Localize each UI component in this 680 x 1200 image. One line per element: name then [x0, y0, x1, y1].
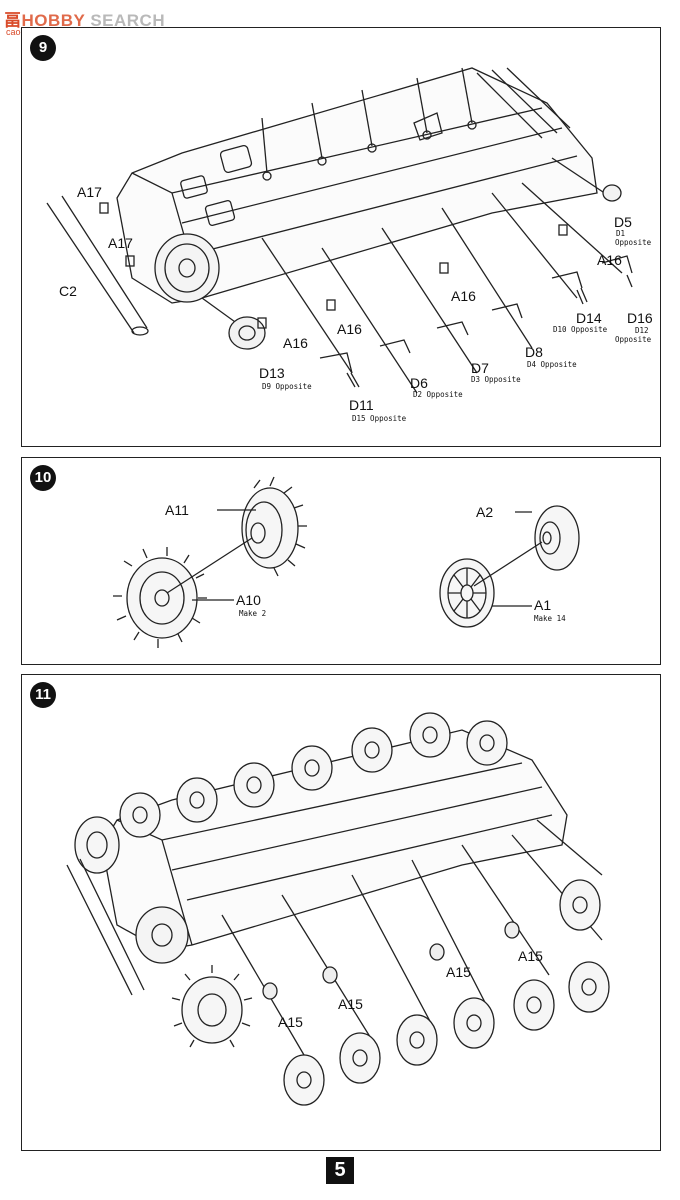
- step-number-badge: 9: [30, 35, 56, 61]
- part-note-d14: D10 Opposite: [553, 325, 608, 334]
- part-label-a17: A17: [108, 235, 133, 251]
- part-note-d5: D1: [616, 229, 626, 238]
- part-note-d6: D2 Opposite: [413, 390, 463, 399]
- part-note-d7: D3 Opposite: [471, 375, 521, 384]
- part-label-d7: D7: [471, 360, 489, 376]
- part-label-a16: A16: [283, 335, 308, 351]
- part-note-a10: Make 2: [239, 609, 267, 618]
- part-label-a10: A10: [236, 592, 261, 608]
- step-11-assembly-drawing: [66, 712, 610, 1106]
- part-label-d14: D14: [576, 310, 602, 326]
- part-note-d16: Opposite: [615, 335, 652, 344]
- step-number-badge: 10: [30, 465, 56, 491]
- step-10-wheel-drawing: [113, 476, 580, 648]
- part-label-a16: A16: [337, 321, 362, 337]
- watermark-brand: 畐HOBBY SEARCH: [4, 11, 166, 30]
- part-label-a17: A17: [77, 184, 102, 200]
- part-note-a1: Make 14: [534, 614, 566, 623]
- part-note-d5: Opposite: [615, 238, 652, 247]
- part-note-d8: D4 Opposite: [527, 360, 577, 369]
- part-label-a15: A15: [518, 948, 543, 964]
- part-label-a15: A15: [338, 996, 363, 1012]
- part-label-d8: D8: [525, 344, 543, 360]
- part-note-d13: D9 Opposite: [262, 382, 312, 391]
- part-label-a1: A1: [534, 597, 552, 613]
- step-number-badge: 11: [30, 682, 56, 708]
- part-label-a15: A15: [278, 1014, 303, 1030]
- part-label-d5: D5: [614, 214, 632, 230]
- part-note-d16: D12: [635, 326, 649, 335]
- step-11-panel: 11 A15 A15 A15 A15: [21, 674, 661, 1151]
- part-label-d16: D16: [627, 310, 653, 326]
- step-9-hull-drawing: [46, 67, 633, 394]
- step-10-panel: 10 A11 A10 Make 2 A2 A1 Make 14: [21, 457, 661, 665]
- part-label-a11: A11: [165, 502, 189, 518]
- part-label-d13: D13: [259, 365, 285, 381]
- part-label-c2: C2: [59, 283, 77, 299]
- part-label-d11: D11: [349, 397, 374, 413]
- part-label-a2: A2: [476, 504, 494, 520]
- part-note-d11: D15 Opposite: [352, 414, 407, 423]
- step-9-panel: 9 A17 A17 C2 A16 A16 A16 A16 D13 D9 Oppo…: [21, 27, 661, 447]
- part-label-a16: A16: [451, 288, 476, 304]
- part-label-a15: A15: [446, 964, 471, 980]
- page-number: 5: [326, 1157, 354, 1184]
- part-label-a16: A16: [597, 252, 622, 268]
- part-label-d6: D6: [410, 375, 428, 391]
